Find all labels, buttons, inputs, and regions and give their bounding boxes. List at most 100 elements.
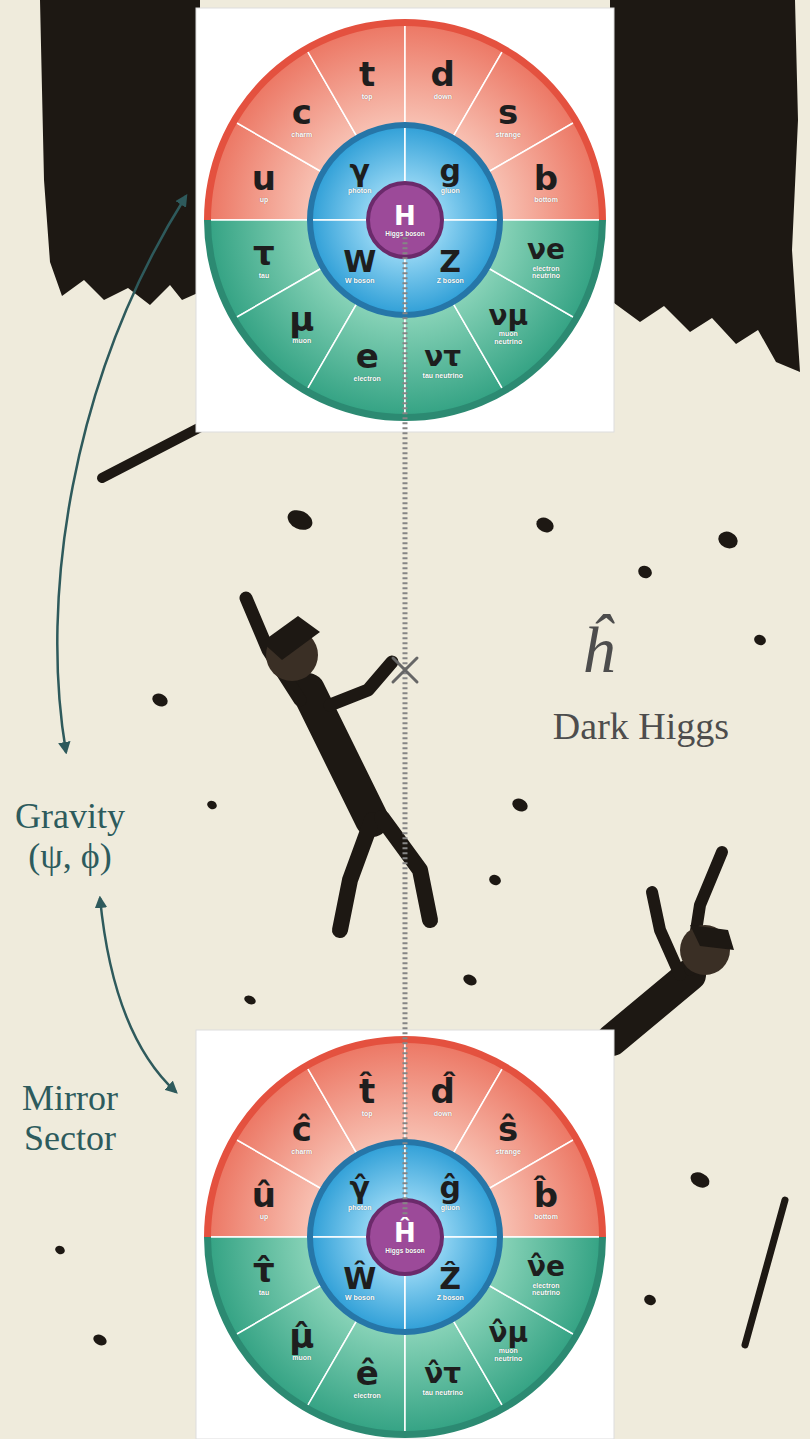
lepton-segment: êelectron (354, 1356, 381, 1399)
particle-symbol: e (356, 339, 379, 375)
lepton-segment: νeelectron neutrino (524, 235, 568, 280)
particle-symbol: d (431, 57, 455, 93)
particle-symbol: μ̂ (289, 1319, 314, 1355)
torn-shadow (610, 0, 800, 372)
particle-name: charm (291, 1148, 312, 1156)
higgs-core (368, 183, 442, 257)
figure-limb (340, 820, 372, 930)
gravity-arrow (57, 196, 186, 752)
particle-symbol: ê (356, 1356, 379, 1392)
debris-blob (752, 633, 767, 647)
particle-name: photon (348, 187, 372, 195)
boson-segment: γ̂photon (348, 1172, 372, 1211)
particle-name: tau neutrino (423, 1389, 463, 1397)
boson-segment: ggluon (440, 155, 461, 194)
particle-symbol: û (252, 1178, 276, 1214)
particle-symbol: u (252, 161, 276, 197)
boson-segment: ẐZ boson (437, 1263, 464, 1302)
particle-symbol: ν̂μ (488, 1318, 528, 1347)
particle-name: Z boson (437, 1294, 464, 1302)
dark-higgs-link (402, 237, 407, 1220)
lepton-segment: τtau (253, 236, 275, 279)
particle-name: electron neutrino (524, 1282, 568, 1297)
lepton-segment: ντtau neutrino (423, 342, 463, 379)
particle-symbol: b (534, 161, 558, 197)
higgs-core (368, 1200, 442, 1274)
quark-segment: ŝstrange (496, 1112, 521, 1155)
quark-segment: t̂top (359, 1074, 375, 1117)
debris-blob (716, 529, 741, 552)
particle-symbol: H (394, 203, 416, 230)
particle-name: up (260, 1213, 269, 1221)
debris-blob (92, 1333, 109, 1348)
particle-name: gluon (441, 1204, 460, 1212)
quark-segment: ccharm (291, 95, 312, 138)
particle-name: muon (292, 1354, 311, 1362)
particle-name: photon (348, 1204, 372, 1212)
falling-figure (246, 598, 430, 930)
quark-segment: sstrange (496, 95, 521, 138)
lepton-segment: μ̂muon (289, 1319, 314, 1362)
boson-segment: γphoton (348, 155, 372, 194)
quark-segment: ĉcharm (291, 1112, 312, 1155)
particle-name: down (434, 1110, 452, 1118)
particle-symbol: t̂ (359, 1074, 375, 1110)
debris-blob (487, 873, 502, 887)
particle-name: electron (354, 1392, 381, 1400)
particle-name: W boson (345, 277, 375, 285)
debris-blob (534, 515, 556, 535)
particle-name: muon neutrino (486, 330, 530, 345)
dark-higgs-label: Dark Higgs (553, 705, 729, 748)
boson-segment: ĝgluon (440, 1172, 461, 1211)
figure-limb (330, 662, 392, 705)
boson-segment: ZZ boson (437, 246, 464, 285)
cross-mark (393, 658, 417, 682)
particle-name: tau neutrino (423, 372, 463, 380)
higgs-segment: ĤHiggs boson (385, 1220, 424, 1254)
lepton-segment: ν̂τtau neutrino (423, 1359, 463, 1396)
particle-name: gluon (441, 187, 460, 195)
dark-higgs-symbol: ĥ (582, 613, 615, 687)
particle-symbol: b̂ (534, 1178, 558, 1214)
torn-shadow (40, 0, 200, 305)
particle-symbol: Ẑ (439, 1263, 461, 1295)
particle-symbol: τ̂ (253, 1253, 275, 1289)
particle-name: charm (291, 131, 312, 139)
lepton-segment: ν̂eelectron neutrino (524, 1252, 568, 1297)
quark-segment: b̂bottom (534, 1178, 558, 1221)
debris-blob (462, 973, 479, 988)
particle-name: W boson (345, 1294, 375, 1302)
particle-name: Z boson (437, 277, 464, 285)
particle-name: tau (259, 272, 270, 280)
debris-blob (688, 1169, 712, 1190)
lepton-segment: νμmuon neutrino (486, 301, 530, 346)
particle-symbol: g (440, 155, 461, 187)
debris-blob (636, 564, 654, 581)
gravity-label: Gravity (ψ, ϕ) (5, 796, 135, 877)
particle-symbol: Ŵ (343, 1263, 376, 1295)
particle-symbol: τ (253, 236, 275, 272)
particle-name: strange (496, 1148, 521, 1156)
falling-figure (612, 852, 734, 1040)
figure-limb (612, 975, 690, 1040)
particle-symbol: ν̂e (527, 1252, 565, 1281)
particle-name: up (260, 196, 269, 204)
particle-name: down (434, 93, 452, 101)
particle-name: strange (496, 131, 521, 139)
higgs-segment: HHiggs boson (385, 203, 424, 237)
quark-segment: ûup (252, 1178, 276, 1221)
particle-symbol: ντ (424, 342, 461, 371)
particle-symbol: c (292, 95, 312, 131)
lepton-segment: μmuon (289, 302, 314, 345)
wheel-card (196, 1030, 614, 1439)
lepton-segment: eelectron (354, 339, 381, 382)
falling-figures-illustration (40, 0, 800, 1347)
particle-symbol: Ĥ (394, 1220, 416, 1247)
debris-stick (745, 1200, 785, 1345)
debris-blob (150, 691, 170, 709)
lepton-segment: τ̂tau (253, 1253, 275, 1296)
quark-segment: ttop (359, 57, 375, 100)
debris-blob (510, 796, 530, 814)
particle-symbol: t (359, 57, 375, 93)
